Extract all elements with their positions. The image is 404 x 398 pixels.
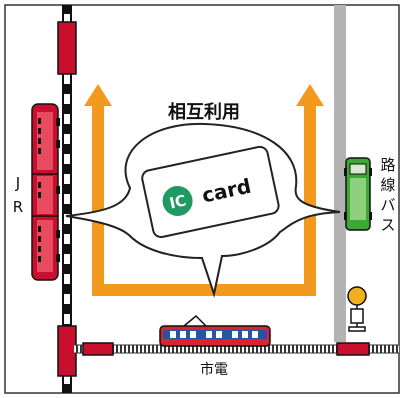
- tram-crossing-gate-left: [82, 342, 114, 356]
- bus-icon: [344, 157, 372, 231]
- tram-track: [74, 345, 399, 353]
- road: [334, 5, 346, 342]
- bus-label-char-2: 線: [380, 176, 395, 194]
- jr-label-r: R: [13, 198, 23, 216]
- jr-label-j: J: [15, 174, 20, 192]
- ic-logo-text: IC: [168, 191, 188, 212]
- ic-card-icon: IC card: [141, 145, 280, 239]
- train-icon: [31, 103, 60, 281]
- tram-label: 市電: [200, 361, 228, 378]
- bus-label-char-3: バ: [380, 196, 395, 214]
- arrow-head-left: [84, 84, 112, 106]
- jr-crossing-gate-bottom: [57, 325, 77, 377]
- bus-stop-icon: [347, 286, 367, 332]
- bus-label-char-4: ス: [380, 216, 395, 234]
- mutual-use-title: 相互利用: [168, 101, 240, 123]
- bus-label-char-1: 路: [380, 156, 395, 174]
- arrow-head-right: [296, 84, 324, 106]
- mutual-use-arrow: [84, 84, 324, 296]
- jr-crossing-gate-top: [57, 21, 77, 75]
- tram-crossing-gate-right: [336, 342, 370, 356]
- tram-icon: [159, 314, 271, 347]
